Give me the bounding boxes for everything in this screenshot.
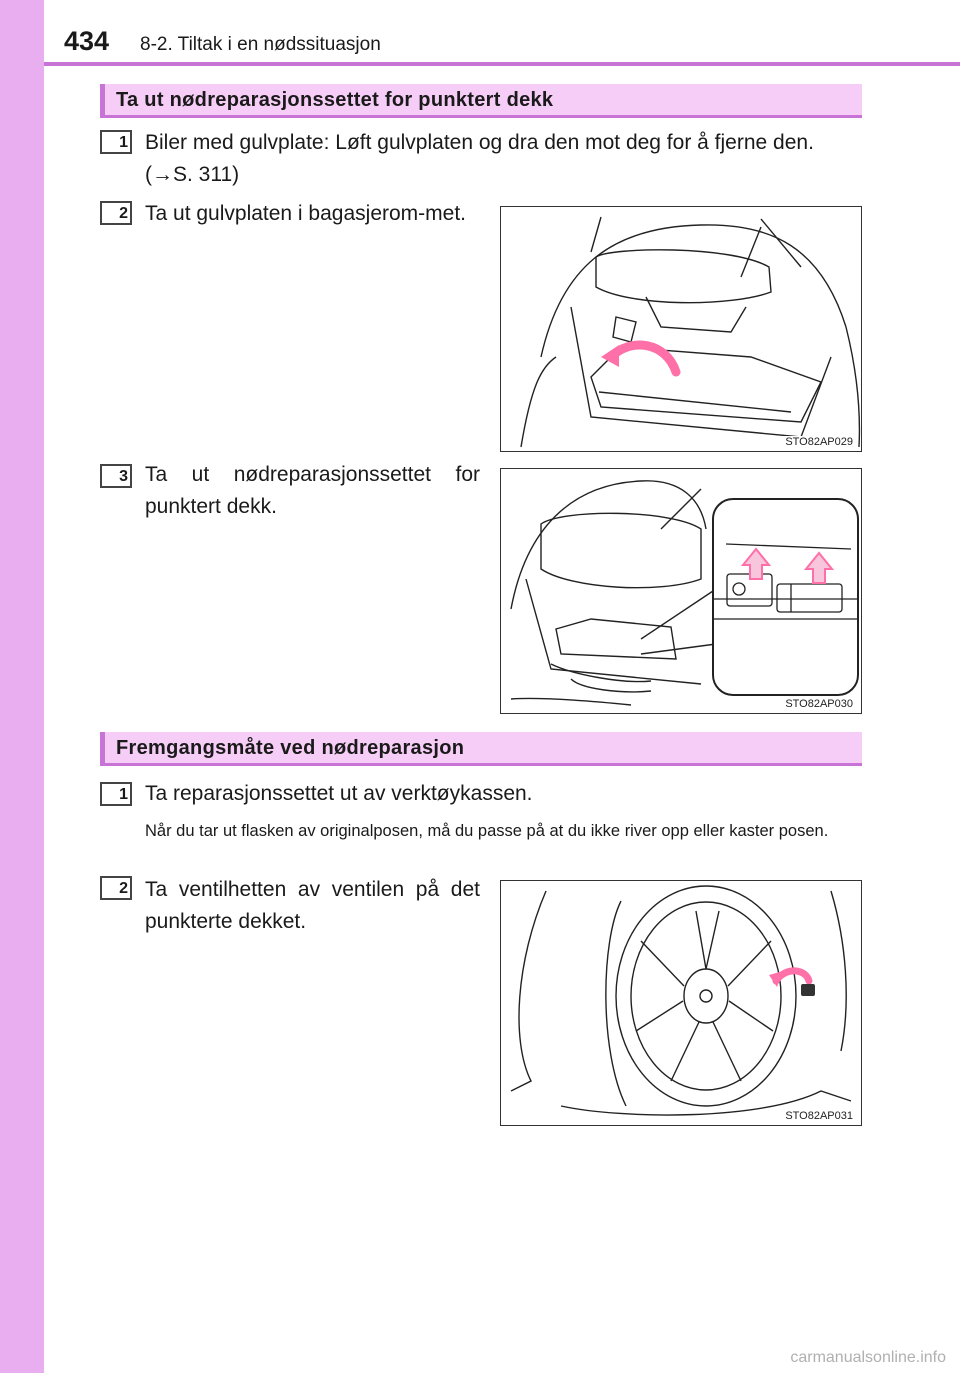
page-edge-tab xyxy=(0,0,44,1373)
trunk-floor-illustration xyxy=(520,216,861,448)
step-text: Biler med gulvplate: Løft gulvplaten og … xyxy=(145,131,814,186)
section-title: Ta ut nødreparasjonssettet for punktert … xyxy=(116,89,554,111)
figure-code: STO82AP030 xyxy=(783,698,855,710)
step-text: Ta ut nødreparasjonssettet for punktert … xyxy=(145,463,480,518)
section-heading-remove-kit: Ta ut nødreparasjonssettet for punktert … xyxy=(100,84,862,118)
section-title: Fremgangsmåte ved nødreparasjon xyxy=(116,737,465,759)
step-number: 2 xyxy=(100,876,132,900)
figure-code: STO82AP031 xyxy=(783,1110,855,1122)
figure-remove-valve-cap: STO82AP031 xyxy=(500,880,862,1126)
tire-valve-illustration xyxy=(510,885,852,1116)
header-rule xyxy=(44,62,960,66)
watermark: carmanualsonline.info xyxy=(790,1349,946,1366)
step-number: 2 xyxy=(100,201,132,225)
section-heading-repair-procedure: Fremgangsmåte ved nødreparasjon xyxy=(100,732,862,766)
step-note: Når du tar ut flasken av originalposen, … xyxy=(145,822,829,840)
page-number: 434 xyxy=(64,26,110,56)
figure-remove-repair-kit: STO82AP030 xyxy=(500,468,862,714)
step-number: 3 xyxy=(100,464,132,488)
step-number: 1 xyxy=(100,130,132,154)
step-text: Ta ventilhetten av ventilen på det punkt… xyxy=(145,878,480,933)
breadcrumb: 8-2. Tiltak i en nødssituasjon xyxy=(140,34,381,55)
step-number: 1 xyxy=(100,782,132,806)
figure-remove-floor-board: STO82AP029 xyxy=(500,206,862,452)
step-text: Ta ut gulvplaten i bagasjerom-met. xyxy=(145,202,466,225)
trunk-kit-illustration xyxy=(510,480,859,706)
step-text: Ta reparasjonssettet ut av verktøykassen… xyxy=(145,782,533,805)
page-header: 434 8-2. Tiltak i en nødssituasjon xyxy=(0,0,960,70)
figure-code: STO82AP029 xyxy=(783,436,855,448)
